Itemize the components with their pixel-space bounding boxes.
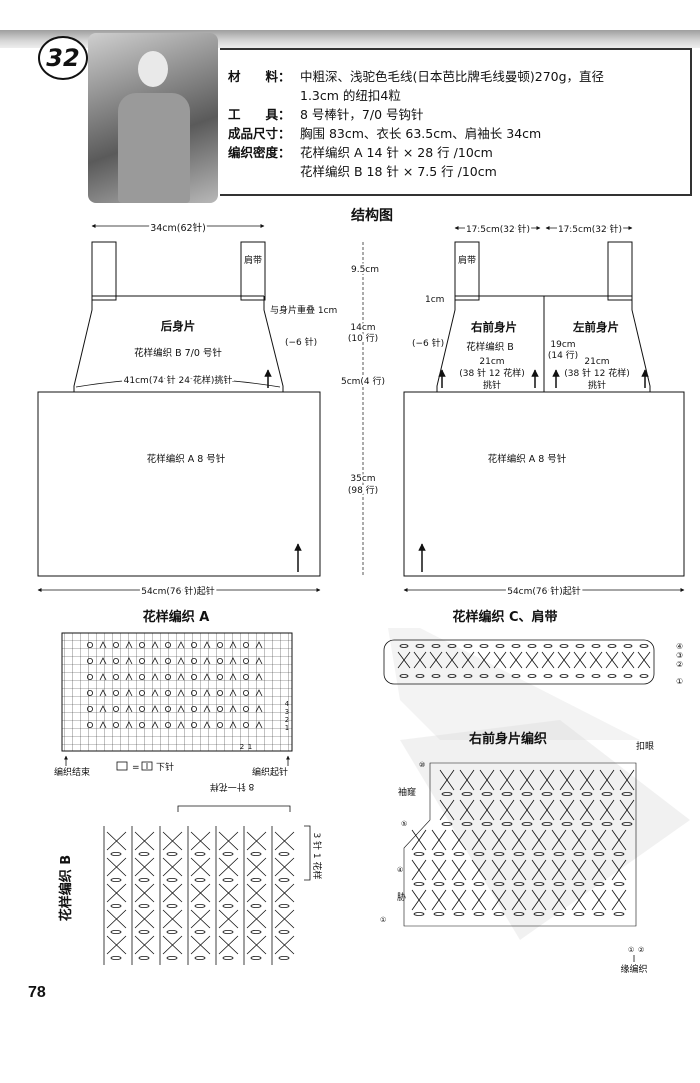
rf-row-2-bottom: ② (638, 946, 644, 954)
chart-c-row-3: ③ (676, 651, 683, 660)
back-decrease: (−6 针) (285, 336, 317, 348)
front-pickup-label-left: 挑针 (483, 379, 501, 391)
front-decrease: (−6 针) (412, 337, 444, 349)
materials-line2: 1.3cm 的纽扣4粒 (300, 88, 401, 103)
front-pickup-w-right: 21cm (584, 357, 609, 367)
body-height: 35cm (350, 474, 375, 484)
model-photo (88, 33, 218, 203)
chart-a-legend-text: 下针 (156, 761, 174, 773)
front-cast-on: 54cm(76 针)起针 (507, 585, 581, 597)
chart-b: 花样编织 B 8 针一花样 3 针 1 花样 (58, 781, 323, 965)
chart-b-row-repeat: 3 针 1 花样 (311, 832, 323, 879)
chart-c-row-4: ④ (676, 642, 683, 651)
front-pieces: 17.5cm(32 针) 17.5cm(32 针) 肩带 1cm 右前身片 左前… (403, 221, 685, 599)
chart-c-stitch-marks (397, 644, 651, 678)
diagram-title: 结构图 (351, 207, 393, 224)
chart-a-stitch-marks (87, 641, 263, 729)
size-label: 成品尺寸： (228, 126, 291, 141)
tools-row: 工 具： 8 号棒针，7/0 号钩针 (228, 105, 678, 125)
back-pickup: 41cm(74 针 24 花样)挑针 (124, 374, 233, 386)
back-body-pattern: 花样编织 A 8 号针 (147, 453, 226, 465)
front-pickup-label-right: 挑针 (588, 379, 606, 391)
left-front-name: 左前身片 (572, 320, 619, 334)
tools-value: 8 号棒针，7/0 号钩针 (300, 107, 424, 122)
chart-a-row-3: 3 (285, 708, 289, 716)
front-yoke-pattern: 花样编织 B (466, 341, 514, 353)
front-pickup-right: (38 针 12 花样) (564, 367, 630, 379)
back-top-width: 34cm(62针) (150, 222, 206, 234)
front-half-width-left: 17.5cm(32 针) (466, 223, 530, 235)
back-cast-on: 54cm(76 针)起针 (141, 585, 215, 597)
size-row: 成品尺寸： 胸围 83cm、衣长 63.5cm、肩袖长 34cm (228, 124, 678, 144)
chart-c: 花样编织 C、肩带 ④ ③ ② ① (383, 609, 683, 740)
back-piece: 34cm(62针) 肩带 后身片 花样编织 B 7/0 号针 (−6 针) 与身… (37, 220, 337, 599)
back-yoke-pattern: 花样编织 B 7/0 号针 (134, 347, 222, 359)
chart-b-repeat-label: 8 针一花样 (210, 781, 255, 793)
chart-a-col-1: 1 (248, 743, 252, 751)
front-half-width-right: 17.5cm(32 针) (558, 223, 622, 235)
back-strap-label: 肩带 (244, 254, 262, 266)
right-front-chart: 右前身片编织 扣眼 袖窿 胁 ⑩ ⑤ ④ ① ① ② 缘编织 (380, 720, 690, 975)
right-front-stitch-marks (411, 769, 635, 916)
rf-row-5: ⑤ (401, 820, 407, 828)
front-pickup-left: (38 针 12 花样) (459, 367, 525, 379)
size-value: 胸围 83cm、衣长 63.5cm、肩袖长 34cm (300, 126, 542, 141)
edge-label: 缘编织 (620, 963, 647, 975)
rf-row-1-bottom: ① (628, 946, 634, 954)
pattern-number: 32 (46, 44, 80, 72)
chart-a-row-2: 2 (285, 716, 289, 724)
chart-a-row-1: 1 (285, 724, 289, 732)
front-strap-label: 肩带 (458, 254, 476, 266)
chart-c-row-1: ① (676, 677, 683, 686)
chart-c-title: 花样编织 C、肩带 (452, 609, 557, 625)
chart-a-col-2: 2 (240, 743, 244, 751)
band-height: 5cm(4 行) (341, 375, 385, 387)
materials-label: 材 料： (228, 69, 291, 84)
strap-height: 9.5cm (351, 265, 379, 275)
yoke-rows: (10 行) (348, 332, 378, 344)
back-name: 后身片 (161, 319, 196, 333)
front-center-height: 19cm (550, 340, 575, 350)
center-dimensions: 9.5cm 14cm (10 行) 5cm(4 行) 35cm (98 行) (339, 242, 387, 576)
chart-a-end-label: 编织结束 (54, 766, 90, 778)
spec-box (220, 48, 692, 196)
armhole-label: 袖窿 (398, 786, 416, 798)
back-overlap-note: 与身片重叠 1cm (270, 304, 337, 316)
rf-row-1-left: ① (380, 916, 386, 924)
gauge-line2: 花样编织 B 18 针 × 7.5 行 /10cm (300, 164, 497, 179)
gauge-row: 编织密度： 花样编织 A 14 针 × 28 行 /10cm (228, 143, 678, 163)
rf-row-10: ⑩ (419, 761, 425, 769)
gauge-label: 编织密度： (228, 145, 291, 160)
tools-label: 工 具： (228, 107, 291, 122)
front-center-rows: (14 行) (548, 349, 578, 361)
chart-a-legend-eq: = (132, 763, 140, 773)
gauge-line1: 花样编织 A 14 针 × 28 行 /10cm (300, 145, 493, 160)
side-label: 胁 (397, 892, 406, 903)
buttonhole-label: 扣眼 (636, 740, 654, 752)
materials-line1: 中粗深、浅驼色毛线(日本芭比牌毛线曼顿)270g，直径 (300, 69, 605, 84)
body-rows: (98 行) (348, 484, 378, 496)
page-number: 78 (28, 984, 46, 1001)
right-front-name: 右前身片 (470, 320, 517, 334)
front-body-pattern: 花样编织 A 8 号针 (488, 453, 567, 465)
pattern-number-badge: 32 (38, 36, 88, 80)
chart-a-row-4: 4 (285, 700, 290, 708)
chart-a: 花样编织 A 4 3 2 1 2 1 编织结束 编织起针 = 下针 (54, 609, 293, 778)
rf-row-4: ④ (397, 866, 403, 874)
chart-a-title: 花样编织 A (143, 609, 210, 625)
chart-b-title: 花样编织 B (58, 855, 74, 921)
front-overlap: 1cm (425, 295, 444, 305)
chart-c-row-2: ② (676, 660, 683, 669)
front-pickup-w-left: 21cm (479, 357, 504, 367)
materials-row: 材 料： 中粗深、浅驼色毛线(日本芭比牌毛线曼顿)270g，直径 (228, 67, 678, 87)
chart-b-stitch-marks (103, 826, 295, 965)
right-front-title: 右前身片编织 (468, 731, 547, 747)
chart-a-start-label: 编织起针 (252, 766, 288, 778)
yoke-height: 14cm (350, 323, 375, 333)
